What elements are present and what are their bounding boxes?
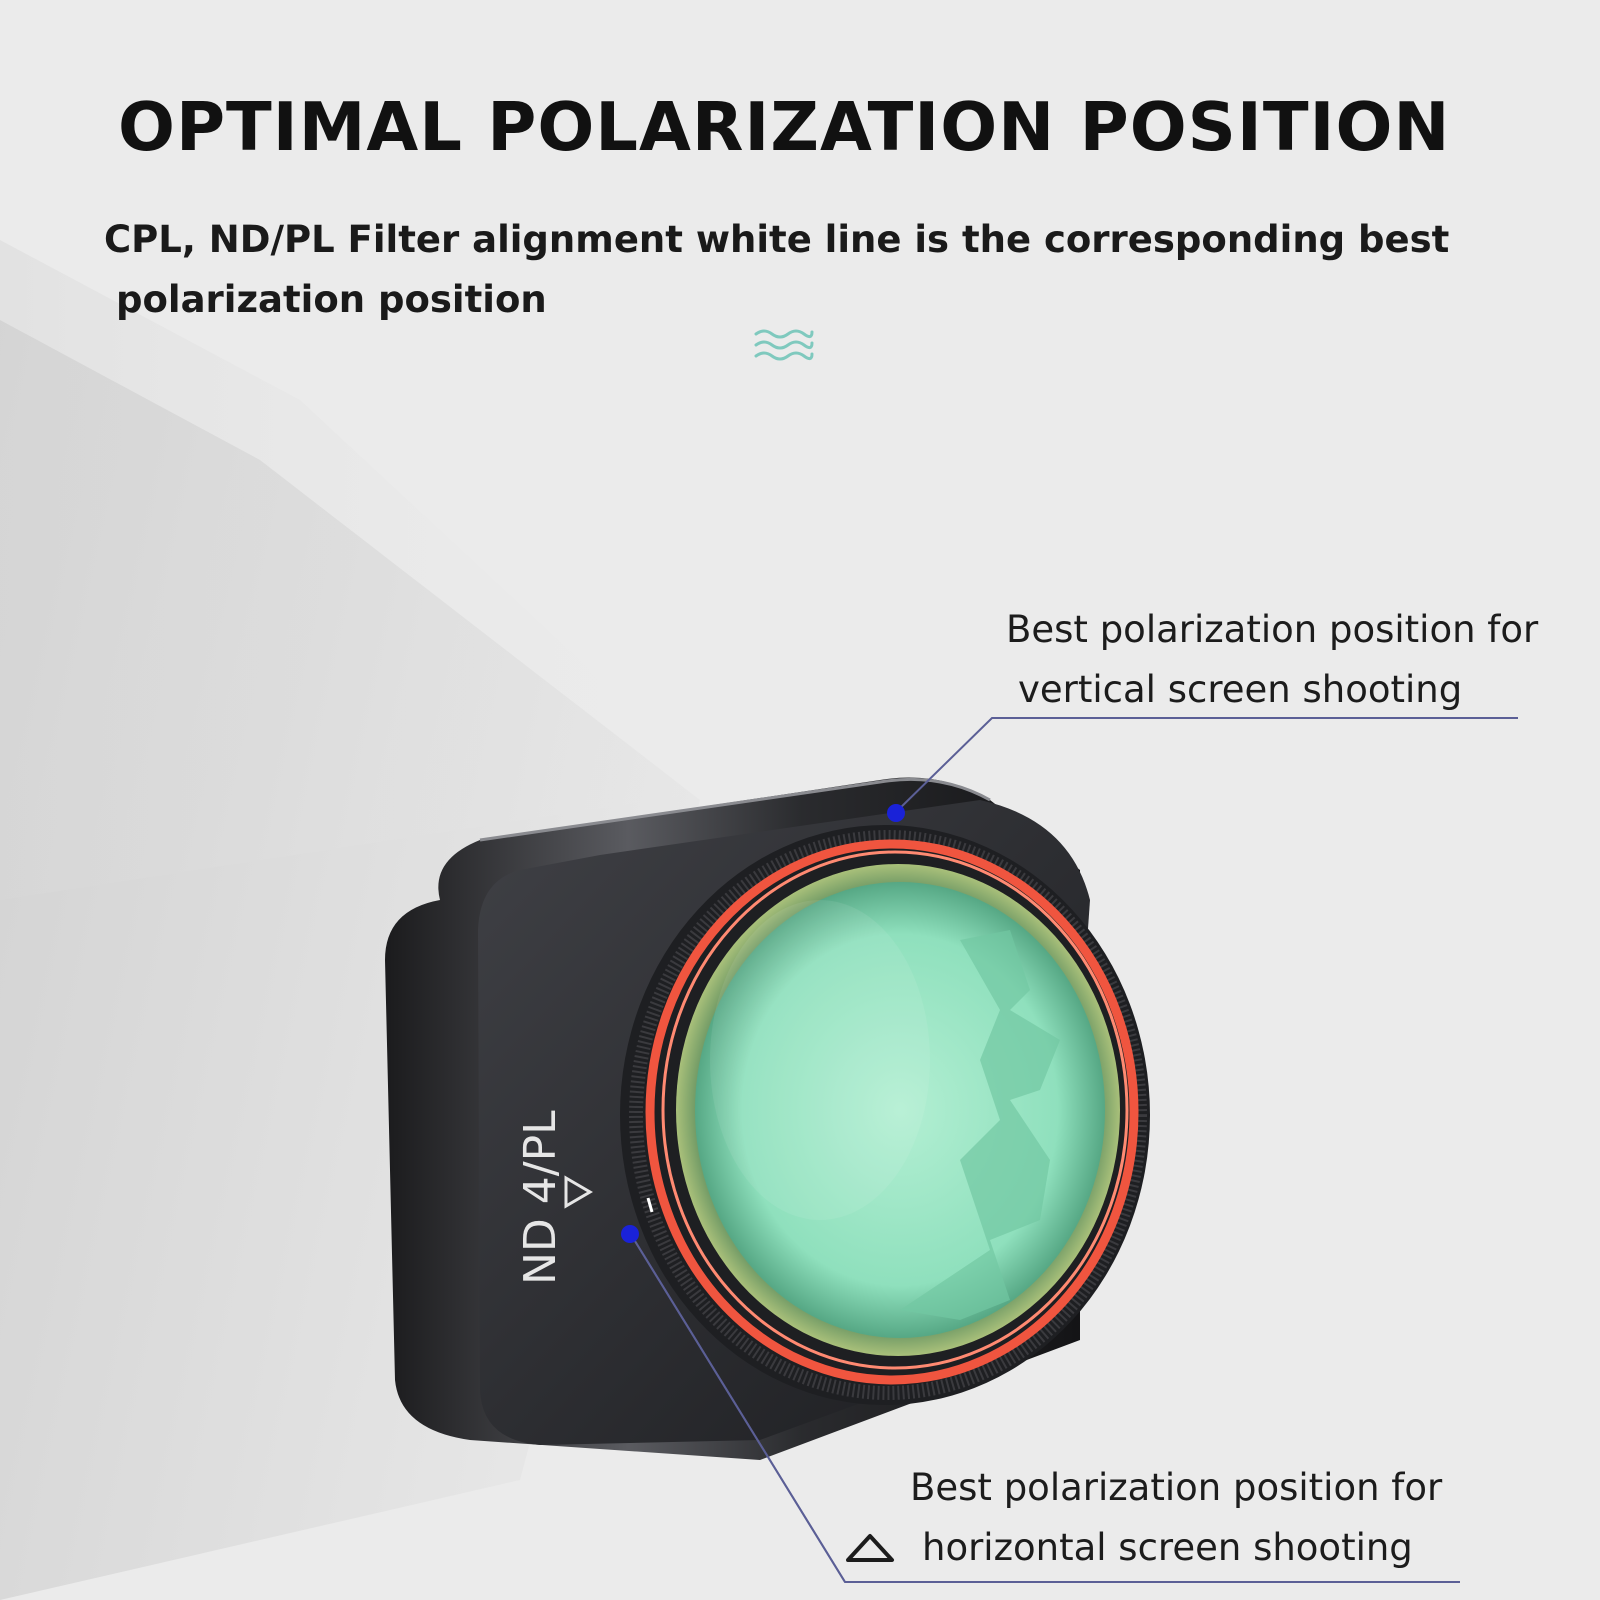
wave-icon <box>754 329 814 361</box>
callout-vertical-line-1: Best polarization position for <box>1006 608 1539 651</box>
callout-vertical-line-2: vertical screen shooting <box>1018 668 1463 711</box>
callout-vertical: Best polarization position for vertical … <box>1006 600 1538 720</box>
callout-horizontal: Best polarization position for horizonta… <box>910 1458 1442 1578</box>
triangle-outline-icon <box>846 1534 894 1562</box>
alignment-triangle-icon <box>564 1175 593 1209</box>
alignment-white-line <box>646 1197 654 1213</box>
callout-horizontal-line-1: Best polarization position for <box>910 1466 1443 1509</box>
subtitle-line-1: CPL, ND/PL Filter alignment white line i… <box>104 218 1450 261</box>
callout-horizontal-line-2: horizontal screen shooting <box>922 1526 1413 1569</box>
subtitle: CPL, ND/PL Filter alignment white line i… <box>104 210 1524 330</box>
lens-label: ND 4/PL <box>515 1110 566 1285</box>
page-title: OPTIMAL POLARIZATION POSITION <box>118 88 1451 166</box>
subtitle-line-2: polarization position <box>116 278 547 321</box>
